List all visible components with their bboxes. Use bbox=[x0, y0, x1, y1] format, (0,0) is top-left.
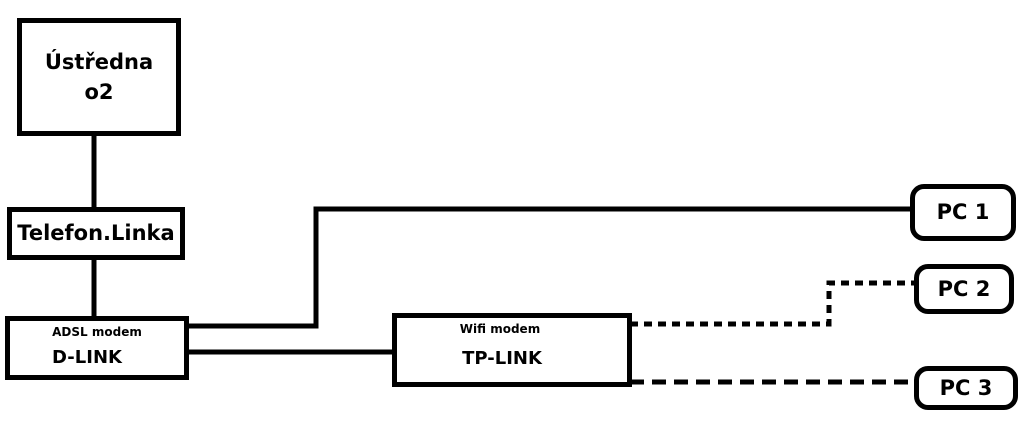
adsl-modem-node: ADSL modem D-LINK bbox=[5, 316, 189, 380]
wifi-modem-node: Wifi modem TP-LINK bbox=[392, 313, 632, 387]
pc3-node: PC 3 bbox=[914, 366, 1018, 410]
wifi-modem-label: TP-LINK bbox=[462, 348, 542, 369]
pc3-label: PC 3 bbox=[939, 375, 993, 400]
exchange-sublabel: o2 bbox=[84, 80, 114, 104]
pc2-label: PC 2 bbox=[937, 276, 991, 301]
adsl-modem-subtitle: ADSL modem bbox=[52, 325, 142, 339]
exchange-label: Ústředna bbox=[44, 49, 154, 74]
exchange-node: Ústředna o2 bbox=[17, 18, 181, 136]
phone-line-label: Telefon.Linka bbox=[17, 221, 175, 246]
pc2-node: PC 2 bbox=[914, 264, 1014, 314]
adsl-modem-label: D-LINK bbox=[52, 347, 122, 368]
pc1-label: PC 1 bbox=[936, 200, 990, 225]
pc1-node: PC 1 bbox=[910, 184, 1016, 241]
edge-wifi-pc2 bbox=[630, 280, 914, 327]
wifi-modem-subtitle: Wifi modem bbox=[459, 322, 541, 336]
phone-line-node: Telefon.Linka bbox=[7, 207, 185, 260]
edge-adsl-pc1 bbox=[187, 206, 914, 329]
